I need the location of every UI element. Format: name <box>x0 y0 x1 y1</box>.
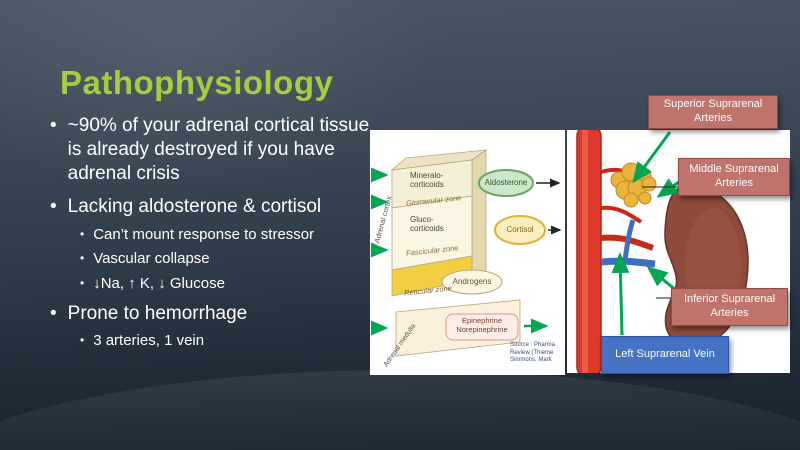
bullet-item: Prone to hemorrhage <box>50 302 372 326</box>
glucocorticoids-label: Gluco-corticoids <box>410 215 444 233</box>
mineralocorticoids-label: Mineralo-corticoids <box>410 171 444 189</box>
bullet-item: ~90% of your adrenal cortical tissue is … <box>50 114 372 186</box>
source-line: Simmons, Mark <box>510 357 552 363</box>
superior-suprarenal-arteries-callout: Superior Suprarenal Arteries <box>648 95 778 129</box>
figure-area: Mineralo-corticoids Glomerular zone Gluc… <box>370 95 790 380</box>
bullet-item: Vascular collapse <box>80 249 372 269</box>
callout-text: Superior Suprarenal Arteries <box>663 98 763 124</box>
middle-suprarenal-arteries-callout: Middle Suprarenal Arteries <box>678 158 790 196</box>
bullet-item: Lacking aldosterone & cortisol <box>50 195 372 219</box>
aldosterone-oval <box>478 169 534 197</box>
aorta-highlight <box>582 130 588 373</box>
bullet-text: 3 arteries, 1 vein <box>93 332 205 350</box>
aorta <box>576 130 602 373</box>
gland-side-face <box>471 149 487 283</box>
bullet-item: ↓Na, ↑ K, ↓ Glucose <box>80 274 372 294</box>
bullet-list: ~90% of your adrenal cortical tissue is … <box>50 114 372 351</box>
renal-vein <box>600 257 656 268</box>
source-line: Source : Pharma <box>510 342 556 348</box>
cortisol-label: Cortisol <box>506 225 534 234</box>
aldosterone-label: Aldosterone <box>484 178 528 187</box>
middle-suprarenal-artery <box>600 205 643 224</box>
bullet-item: Can’t mount response to stressor <box>80 225 372 245</box>
bullet-item: 3 arteries, 1 vein <box>80 331 372 351</box>
bullet-text: ~90% of your adrenal cortical tissue is … <box>67 115 370 185</box>
androgens-label: Androgens <box>452 277 492 286</box>
callout-text: Middle Suprarenal Arteries <box>689 163 779 189</box>
androgens-oval <box>441 269 503 295</box>
adrenal-gland-illustration <box>371 149 562 357</box>
medulla-hormone-box <box>445 313 519 341</box>
page-title: Pathophysiology <box>60 64 334 102</box>
cortisol-oval <box>494 215 546 245</box>
bullet-text: Lacking aldosterone & cortisol <box>67 196 322 218</box>
image-source-credit: Source : Pharma Review (Thieme Simmons, … <box>510 342 565 365</box>
bullet-text: Can’t mount response to stressor <box>93 225 315 243</box>
left-suprarenal-vein-callout: Left Suprarenal Vein <box>601 336 729 374</box>
inferior-suprarenal-arteries-callout: Inferior Suprarenal Arteries <box>671 288 788 326</box>
source-line: Review (Thieme <box>510 349 554 356</box>
medulla-hormones-label: Epinephrine Norepinephrine <box>456 316 508 334</box>
bullet-text: Vascular collapse <box>93 250 210 267</box>
bullet-text: ↓Na, ↑ K, ↓ Glucose <box>93 274 225 292</box>
callout-text: Left Suprarenal Vein <box>615 348 715 361</box>
callout-text: Inferior Suprarenal Arteries <box>683 293 776 319</box>
bullet-text: Prone to hemorrhage <box>67 303 248 324</box>
adrenal-zones-diagram: Mineralo-corticoids Glomerular zone Gluc… <box>370 130 565 375</box>
